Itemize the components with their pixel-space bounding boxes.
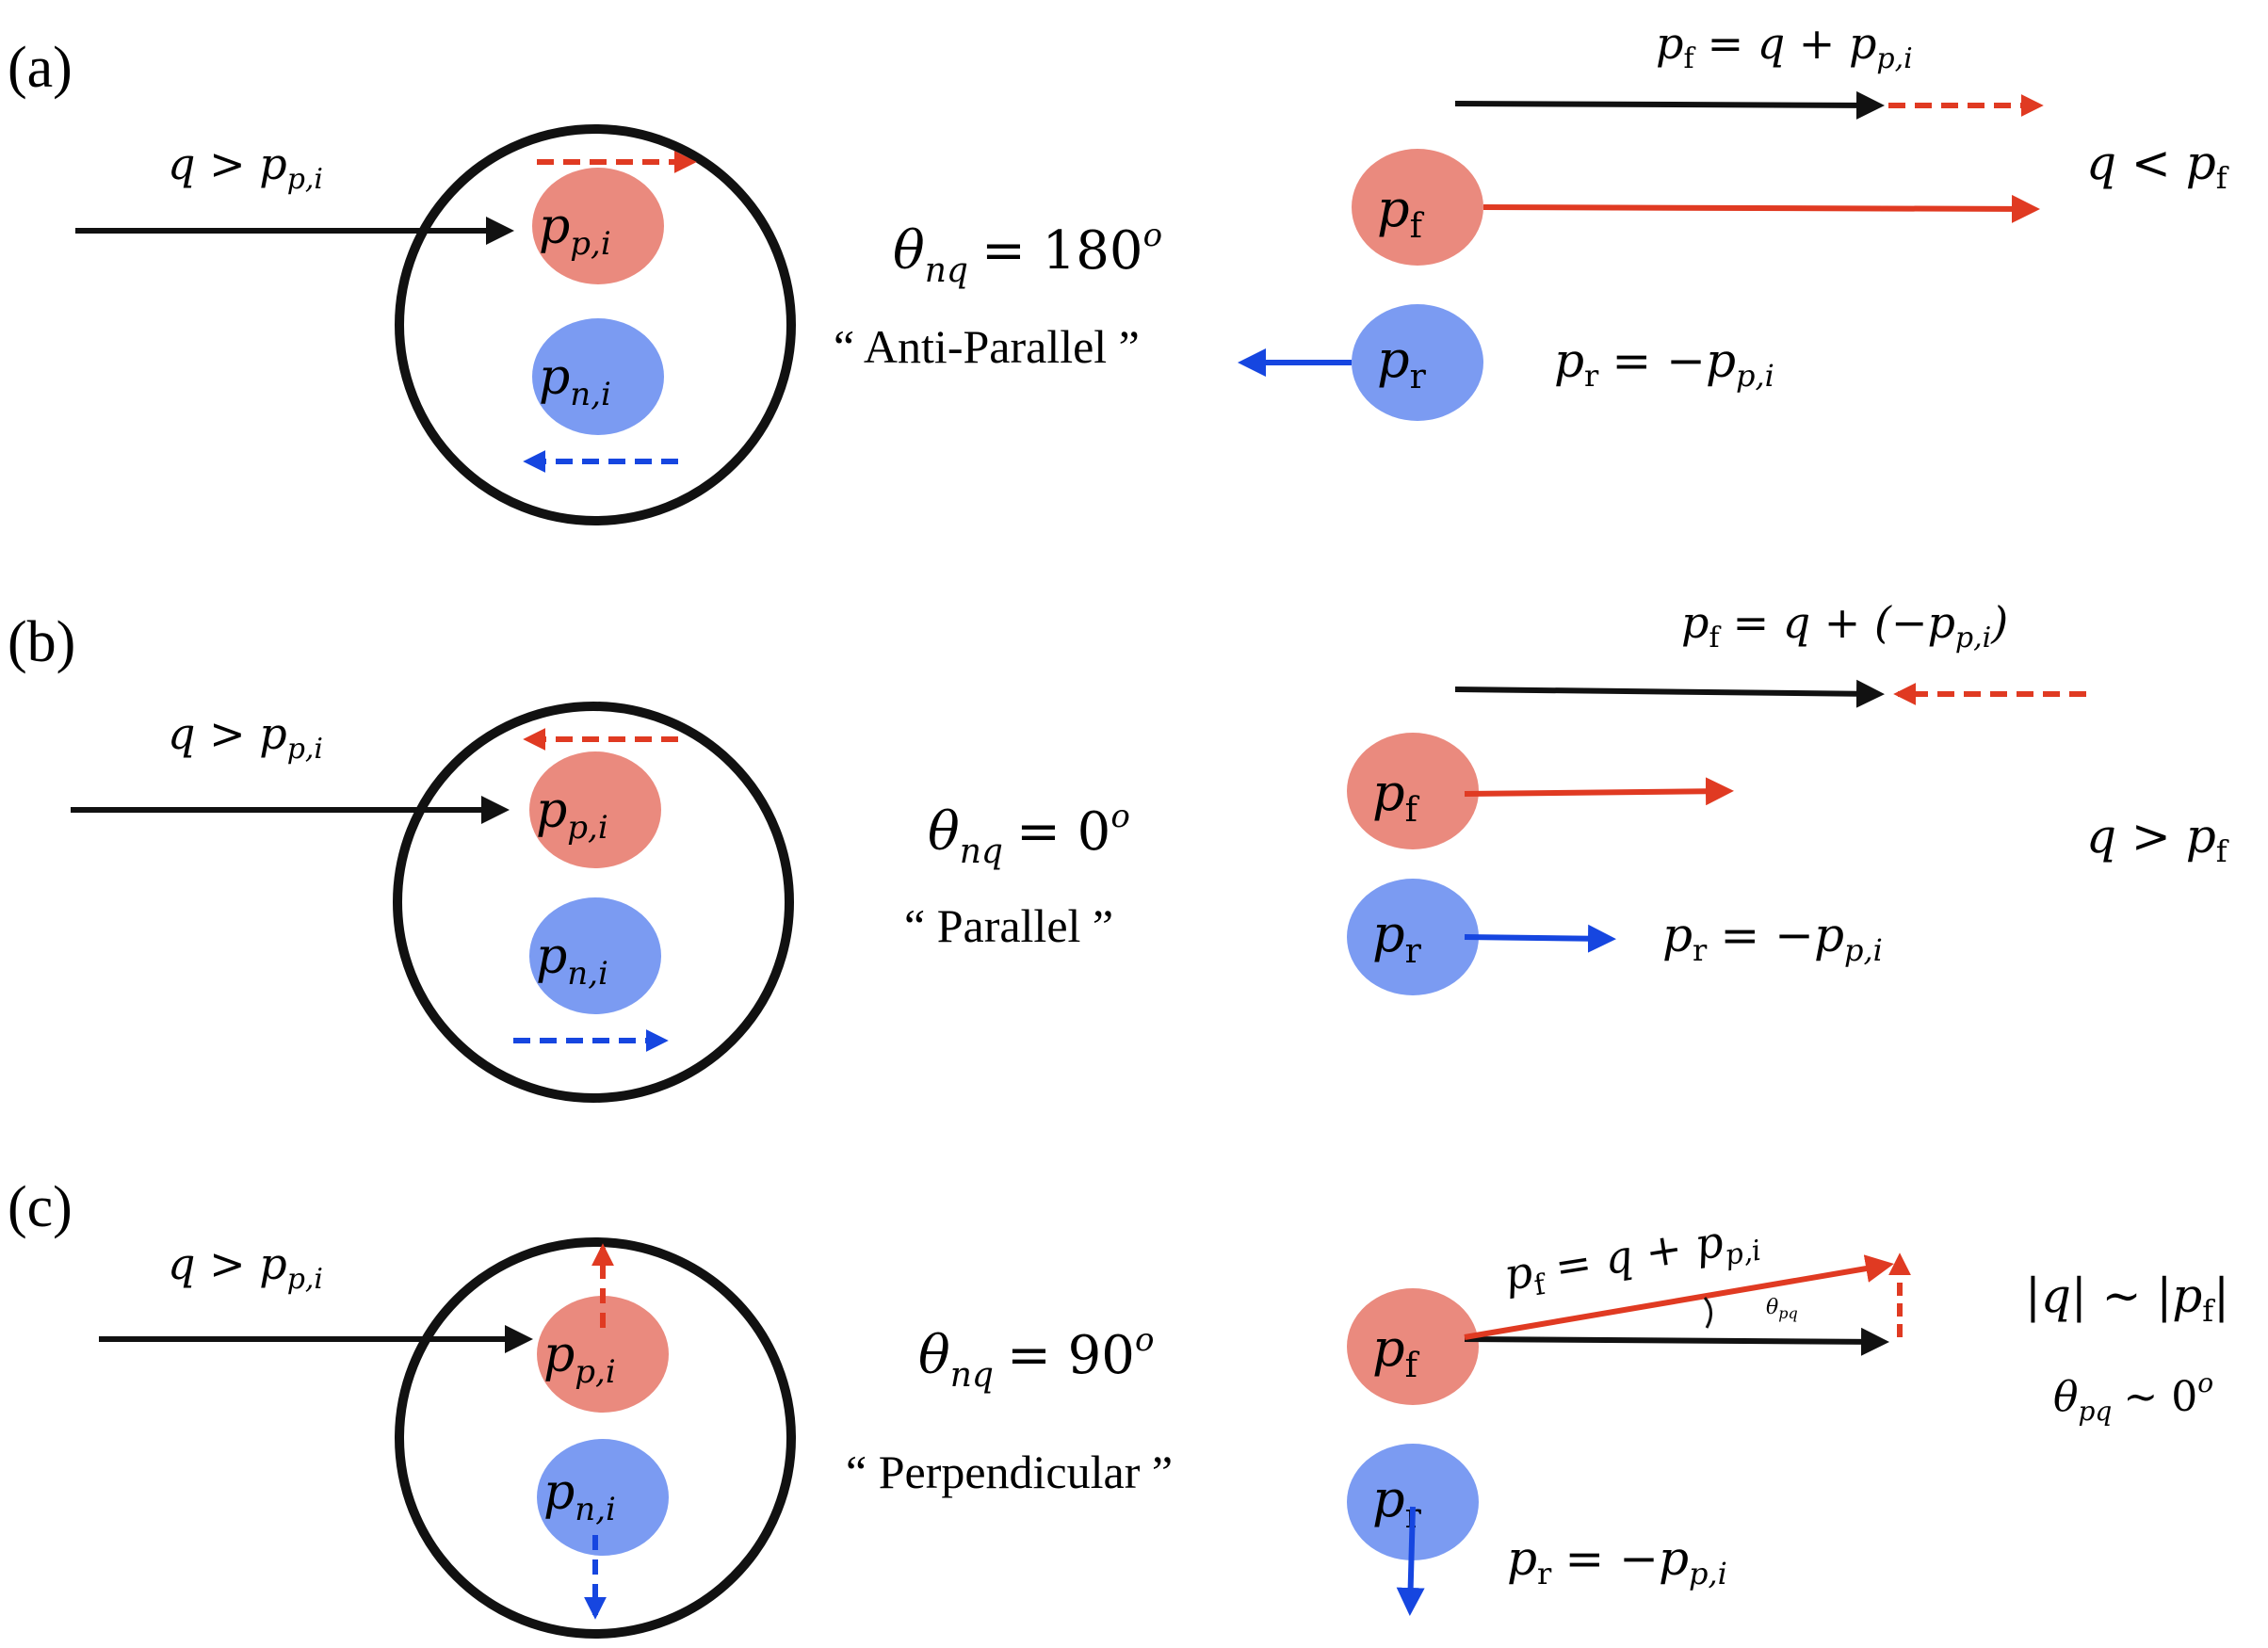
theta-pq-approx-zero: θpq∼ 0o (2053, 1367, 2213, 1427)
pr-label: pr (1372, 904, 1422, 971)
neutron-circle (532, 318, 664, 435)
panel-c-label: (c) (8, 1175, 73, 1239)
neutron-label: pn,i (536, 929, 608, 993)
configuration-description: “ Parallel ” (904, 899, 1113, 952)
theta-pq-small-label: θpq (1766, 1296, 1798, 1322)
pf-momentum-arrow (1482, 194, 2040, 223)
pf-circle (1347, 1288, 1479, 1405)
pf-equation: pf= q + pp,i (1656, 18, 1913, 75)
pr-label: pr (1377, 330, 1427, 396)
panel-b-label: (b) (8, 610, 75, 674)
pr-momentum-arrow (1396, 1506, 1425, 1616)
pr-equation: pr= −pp,i (1507, 1531, 1727, 1591)
pf-label: pf (1377, 179, 1425, 246)
neutron-circle (537, 1439, 669, 1556)
panel-b: (b) q > pp,i pp,i pn,i θnq= 0o “ Paralle… (8, 597, 2229, 1103)
configuration-description: “ Anti-Parallel ” (834, 320, 1140, 373)
proton-label: pp,i (539, 199, 611, 263)
theta-nq-value: θnq= 0o (928, 798, 1130, 871)
pr-circle (1347, 1444, 1479, 1560)
proton-label: pp,i (536, 783, 608, 847)
pf-momentum-arrow (1464, 777, 1734, 806)
theta-pq-angle-arc (1703, 1297, 1712, 1329)
magnitude-comparison: |q| ∼ |pf| (2025, 1268, 2229, 1329)
theta-nq-value: θnq= 90o (918, 1321, 1154, 1395)
panel-c-q-gt-p-initial: q > pp,i (168, 1238, 323, 1296)
q-lt-pf-comparison: q < pf (2086, 136, 2229, 196)
pf-label: pf (1372, 1318, 1420, 1385)
proton-circle (532, 168, 664, 284)
pf-momentum-arrow (1464, 1254, 1894, 1340)
theta-nq-value: θnq= 180o (893, 217, 1162, 290)
pf-circle (1352, 149, 1483, 266)
q-vector-arrow (1454, 90, 1885, 120)
neutron-label: pn,i (543, 1464, 616, 1528)
panel-b-q-gt-p-initial: q > pp,i (168, 708, 323, 766)
neutron-circle (529, 897, 661, 1014)
panel-c: (c) q > pp,i pp,i pn,i θnq= 90o “ Perpen… (8, 1175, 2229, 1639)
proton-label: pp,i (543, 1327, 616, 1391)
pr-circle (1347, 879, 1479, 995)
neutron-label: pn,i (539, 349, 611, 413)
proton-circle (529, 751, 661, 868)
q-gt-pf-comparison: q > pf (2086, 809, 2229, 869)
pf-circle (1347, 733, 1479, 849)
pr-momentum-arrow (1464, 924, 1616, 953)
panel-a: (a) q > pp,i pp,i pn,i θnq= 180o “ Anti-… (8, 18, 2229, 525)
configuration-description: “ Perpendicular ” (846, 1446, 1173, 1498)
pr-label: pr (1372, 1469, 1422, 1536)
panel-a-label: (a) (8, 36, 73, 100)
pf-label: pf (1372, 763, 1420, 830)
q-vector-arrow (1464, 1327, 1889, 1356)
nucleus-ring (393, 702, 794, 1103)
nucleus-ring (395, 1237, 796, 1639)
pr-equation: pr= −pp,i (1554, 333, 1774, 394)
q-vector-arrow (1454, 679, 1885, 708)
pf-equation: pf= q + (−pp,i) (1681, 597, 2008, 654)
panel-a-q-gt-p-initial: q > pp,i (168, 138, 323, 196)
pr-equation: pr= −pp,i (1662, 908, 1883, 968)
pr-circle (1352, 304, 1483, 421)
nucleus-ring (395, 124, 796, 525)
proton-circle (537, 1296, 669, 1413)
